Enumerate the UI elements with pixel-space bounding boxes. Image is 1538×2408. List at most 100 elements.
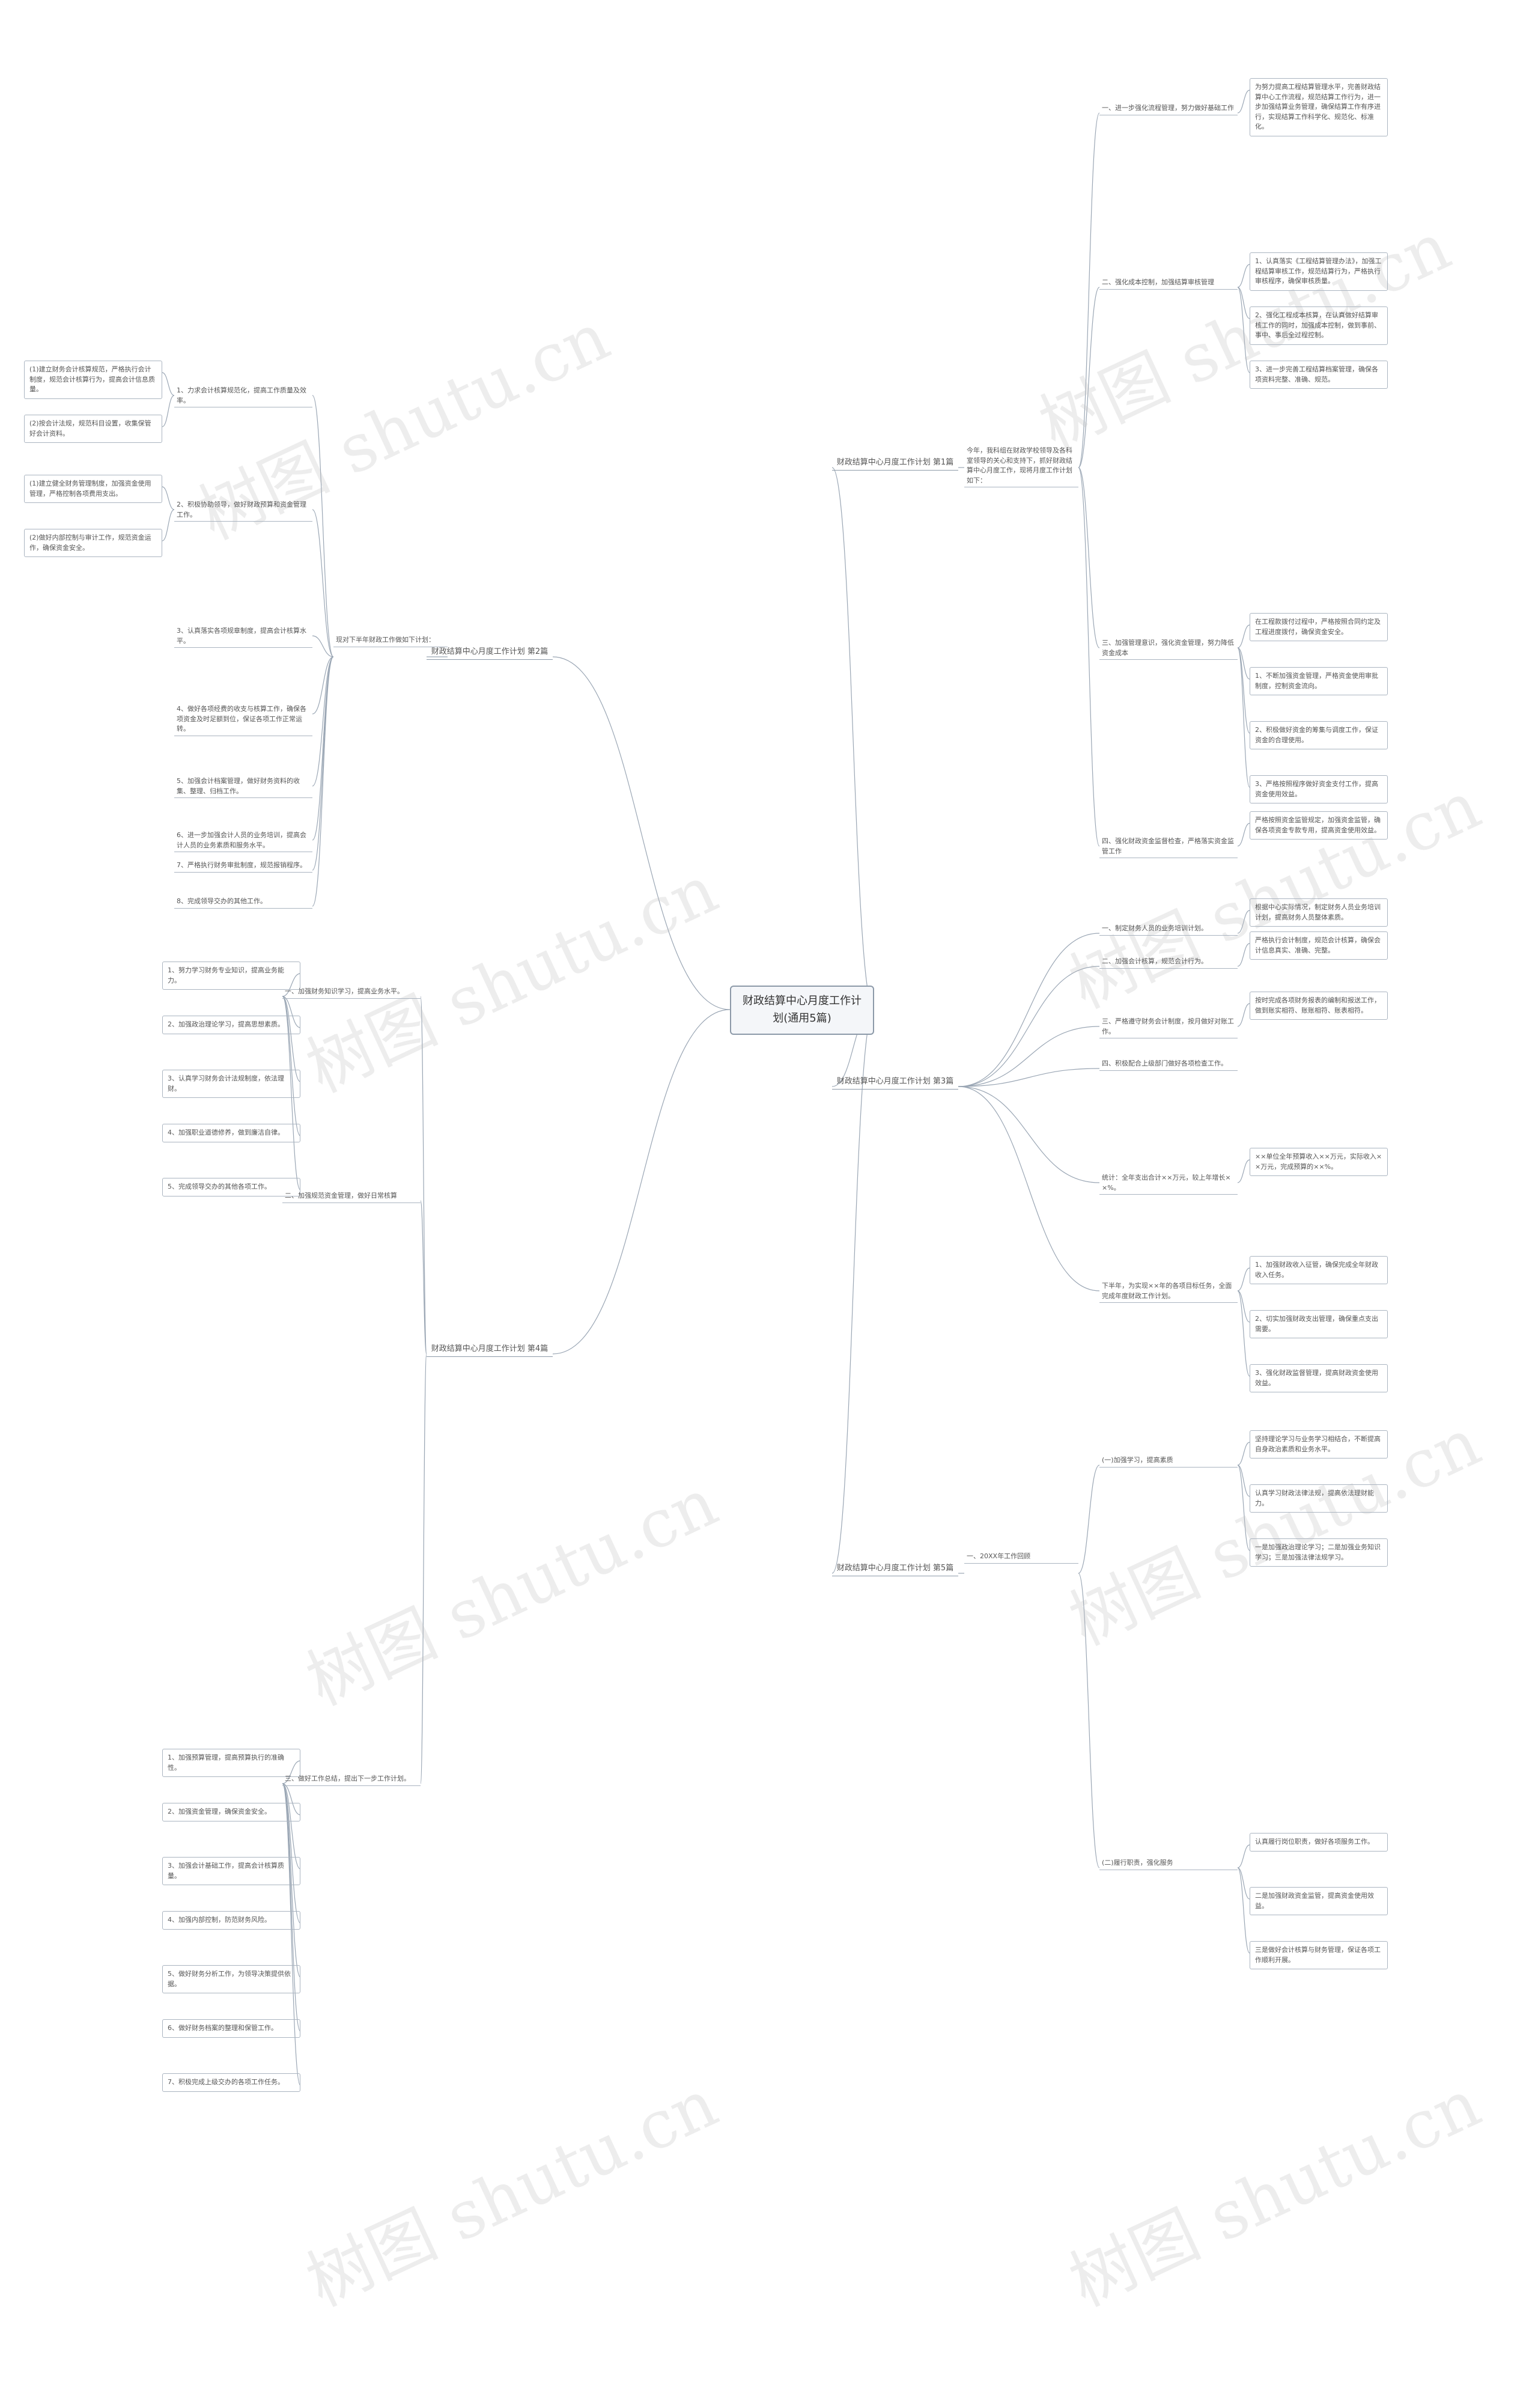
branch-3-item-6-detail-1: 1、加强财政收入征管，确保完成全年财政收入任务。 (1250, 1256, 1388, 1284)
branch-3-item-2-detail-1: 严格执行会计制度，规范会计核算，确保会计信息真实、准确、完整。 (1250, 931, 1388, 960)
branch-2-item-5[interactable]: 5、加强会计档案管理，做好财务资料的收集、整理、归档工作。 (174, 775, 312, 798)
link-detail-4-3-6 (282, 1783, 301, 2032)
link-item-2-7 (312, 656, 334, 871)
branch-4-item-1-detail-5: 5、完成领导交办的其他各项工作。 (162, 1178, 300, 1196)
branch-1-item-2-detail-2: 2、强化工程成本核算，在认真做好结算审核工作的同时，加强成本控制，做到事前、事中… (1250, 306, 1388, 345)
branch-2-item-1-detail-2: (2)按会计法规，规范科目设置，收集保管好会计资料。 (24, 415, 162, 443)
branch-4-item-3[interactable]: 三、做好工作总结，提出下一步工作计划。 (282, 1773, 421, 1786)
link-detail-1-3-2 (1237, 647, 1250, 680)
link-item-2-4 (312, 656, 334, 715)
branch-4-item-1[interactable]: 一、加强财务知识学习，提高业务水平。 (282, 986, 421, 999)
link-item-3-4 (958, 1068, 1100, 1087)
branch-5-item-2[interactable]: (二)履行职责，强化服务 (1099, 1857, 1238, 1870)
link-detail-4-3-5 (282, 1783, 301, 1978)
branch-2-item-6[interactable]: 6、进一步加强会计人员的业务培训，提高会计人员的业务素质和服务水平。 (174, 829, 312, 852)
link-detail-1-2-1 (1237, 264, 1250, 288)
branch-1-item-3-detail-2: 1、不断加强资金管理，严格资金使用审批制度，控制资金流向。 (1250, 667, 1388, 695)
branch-5-item-1[interactable]: (一)加强学习，提高素质 (1099, 1454, 1238, 1468)
link-root-branch-5 (831, 1009, 875, 1574)
branch-1-item-3-detail-4: 3、严格按照程序做好资金支付工作，提高资金使用效益。 (1250, 775, 1388, 803)
link-detail-3-6-1 (1237, 1267, 1250, 1291)
branch-5-item-1-detail-2: 认真学习财政法律法规，提高依法理财能力。 (1250, 1484, 1388, 1513)
link-item-3-5 (958, 1086, 1100, 1183)
link-detail-3-3-1 (1237, 1003, 1250, 1027)
link-detail-5-2-1 (1237, 1844, 1250, 1868)
link-detail-1-2-3 (1237, 287, 1250, 373)
branch-2-item-3[interactable]: 3、认真落实各项规章制度，提高会计核算水平。 (174, 625, 312, 648)
link-detail-4-1-1 (282, 973, 301, 997)
branch-3-item-1-detail-1: 根据中心实际情况，制定财务人员业务培训计划，提高财务人员整体素质。 (1250, 898, 1388, 927)
branch-3-title[interactable]: 财政结算中心月度工作计划 第3篇 (832, 1074, 958, 1090)
link-root-branch-4 (552, 1009, 731, 1355)
link-detail-4-1-2 (282, 996, 301, 1028)
link-detail-1-3-3 (1237, 647, 1250, 734)
branch-1-item-3[interactable]: 三、加强管理意识，强化资金管理，努力降低资金成本 (1099, 637, 1238, 660)
link-detail-4-3-2 (282, 1783, 301, 1815)
branch-1-item-2-detail-3: 3、进一步完善工程结算档案管理，确保各项资料完整、准确、规范。 (1250, 361, 1388, 389)
branch-2-item-4[interactable]: 4、做好各项经费的收支与核算工作，确保各项资金及时足额到位，保证各项工作正常运转… (174, 703, 312, 736)
branch-2-intro: 现对下半年财政工作做如下计划： (333, 634, 448, 647)
link-detail-4-1-4 (282, 996, 301, 1136)
branch-2-title[interactable]: 财政结算中心月度工作计划 第2篇 (427, 645, 553, 660)
link-detail-4-1-5 (282, 996, 301, 1190)
link-detail-3-6-3 (1237, 1290, 1250, 1377)
branch-5-title[interactable]: 财政结算中心月度工作计划 第5篇 (832, 1561, 958, 1576)
link-item-2-8 (312, 656, 334, 907)
branch-4-item-1-detail-1: 1、努力学习财务专业知识，提高业务能力。 (162, 962, 300, 990)
link-detail-5-1-2 (1237, 1465, 1250, 1497)
branch-1-item-1-detail-1: 为努力提高工程结算管理水平，完善财政结算中心工作流程，规范结算工作行为，进一步加… (1250, 78, 1388, 136)
branch-2-item-8[interactable]: 8、完成领导交办的其他工作。 (174, 895, 312, 909)
branch-3-item-5[interactable]: 统计：全年支出合计××万元，较上年增长××%。 (1099, 1172, 1238, 1195)
root-topic[interactable]: 财政结算中心月度工作计划(通用5篇) (730, 986, 874, 1035)
branch-4-item-3-detail-4: 4、加强内部控制，防范财务风险。 (162, 1911, 300, 1930)
link-item-4-1 (420, 996, 427, 1355)
link-detail-1-1-1 (1237, 90, 1250, 114)
branch-1-title[interactable]: 财政结算中心月度工作计划 第1篇 (832, 456, 958, 471)
branch-3-item-3-detail-1: 按时完成各项财务报表的编制和报送工作，做到账实相符、账账相符、账表相符。 (1250, 992, 1388, 1020)
link-item-2-3 (312, 635, 334, 657)
link-item-3-2 (958, 966, 1100, 1087)
branch-4-title[interactable]: 财政结算中心月度工作计划 第4篇 (427, 1342, 553, 1357)
branch-2-item-7[interactable]: 7、严格执行财务审批制度，规范报销程序。 (174, 859, 312, 873)
branch-3-item-6[interactable]: 下半年，为实现××年的各项目标任务，全面完成年度财政工作计划。 (1099, 1280, 1238, 1303)
link-root-branch-1 (831, 467, 875, 1010)
branch-1-item-3-detail-1: 在工程款拨付过程中，严格按照合同约定及工程进度拨付，确保资金安全。 (1250, 613, 1388, 641)
link-detail-1-3-4 (1237, 647, 1250, 788)
branch-4-item-3-detail-5: 5、做好财务分析工作，为领导决策提供依据。 (162, 1965, 300, 1993)
branch-3-item-1[interactable]: 一、制定财务人员的业务培训计划。 (1099, 922, 1238, 936)
branch-4-item-3-detail-6: 6、做好财务档案的整理和保管工作。 (162, 2019, 300, 2038)
link-detail-5-1-3 (1237, 1465, 1250, 1551)
branch-2-item-1-detail-1: (1)建立财务会计核算规范，严格执行会计制度，规范会计核算行为，提高会计信息质量… (24, 361, 162, 399)
link-detail-2-2-1 (162, 486, 175, 510)
branch-1-item-1[interactable]: 一、进一步强化流程管理，努力做好基础工作 (1099, 102, 1238, 115)
link-item-1-4 (1078, 467, 1100, 847)
branch-2-item-1[interactable]: 1、力求会计核算规范化，提高工作质量及效率。 (174, 385, 312, 407)
link-detail-1-2-2 (1237, 287, 1250, 319)
link-detail-4-1-3 (282, 996, 301, 1082)
link-detail-3-2-1 (1237, 943, 1250, 967)
branch-1-item-2[interactable]: 二、强化成本控制，加强结算审核管理 (1099, 276, 1238, 290)
branch-3-item-2[interactable]: 二、加强会计核算，规范会计行为。 (1099, 956, 1238, 969)
link-detail-3-6-2 (1237, 1290, 1250, 1323)
branch-4-item-2[interactable]: 二、加强规范资金管理，做好日常核算 (282, 1190, 421, 1203)
link-detail-4-3-3 (282, 1783, 301, 1870)
branch-3-item-5-detail-1: ××单位全年预算收入××万元，实际收入××万元，完成预算的××%。 (1250, 1148, 1388, 1176)
branch-2-item-2[interactable]: 2、积极协助领导，做好财政预算和资金管理工作。 (174, 499, 312, 522)
branch-4-item-1-detail-4: 4、加强职业道德修养，做到廉洁自律。 (162, 1124, 300, 1142)
branch-5-item-2-detail-2: 二是加强财政资金监管，提高资金使用效益。 (1250, 1887, 1388, 1915)
link-item-1-1 (1078, 112, 1100, 468)
branch-3-item-3[interactable]: 三、严格遵守财务会计制度，按月做好对账工作。 (1099, 1016, 1238, 1038)
link-detail-2-1-1 (162, 372, 175, 396)
link-item-3-3 (958, 1026, 1100, 1087)
branch-1-item-4[interactable]: 四、强化财政资金监督检查，严格落实资金监管工作 (1099, 835, 1238, 858)
branch-2-item-2-detail-2: (2)做好内部控制与审计工作，规范资金运作，确保资金安全。 (24, 529, 162, 557)
branch-4-item-1-detail-3: 3、认真学习财务会计法规制度，依法理财。 (162, 1070, 300, 1098)
link-item-5-2 (1078, 1573, 1100, 1868)
link-detail-5-1-1 (1237, 1442, 1250, 1466)
link-detail-1-3-1 (1237, 624, 1250, 648)
branch-3-item-4[interactable]: 四、积极配合上级部门做好各项检查工作。 (1099, 1058, 1238, 1071)
branch-1-item-4-detail-1: 严格按照资金监管规定，加强资金监管，确保各项资金专款专用，提高资金使用效益。 (1250, 811, 1388, 840)
branch-1-intro: 今年，我科组在财政学校领导及各科室领导的关心和支持下，抓好财政结算中心月度工作，… (964, 445, 1078, 487)
